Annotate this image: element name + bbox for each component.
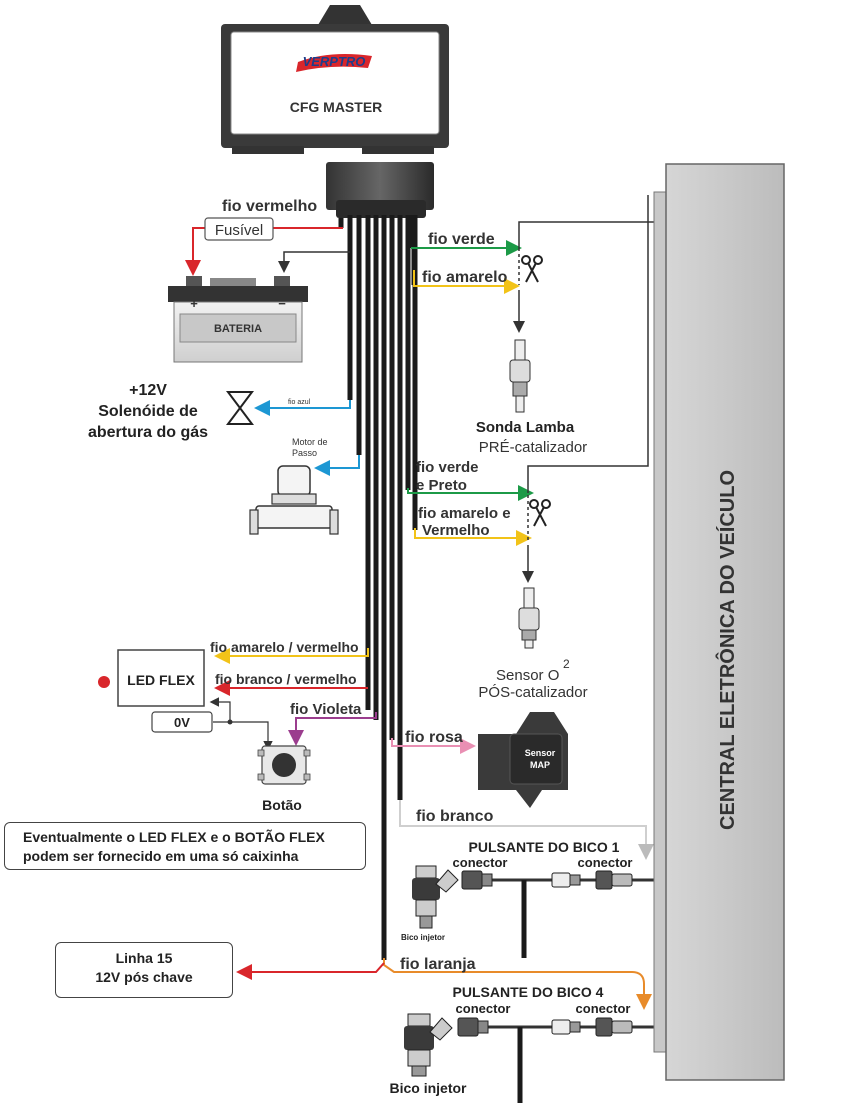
flex-note-line-1: Eventualmente o LED FLEX e o BOTÃO FLEX [23,829,325,845]
blue-wire-motor [314,455,360,476]
module-model: CFG MASTER [290,99,383,115]
zero-v-wire [209,697,231,723]
lambda-label-2: PRÉ-catalizador [479,439,587,456]
vehicle-ecu: CENTRAL ELETRÔNICA DO VEÍCULO [653,163,785,1081]
control-module: VERPTRO CFG MASTER [221,5,449,154]
battery: + − BATERIA [168,276,308,363]
connector-label-1a: conector [453,855,508,870]
yellow-red-led-label: fio amarelo / vermelho [210,639,359,655]
stepper-motor: Motor de Passo [249,437,339,535]
led-flex-label: LED FLEX [127,672,195,688]
lambda-sensor: Sonda Lamba PRÉ-catalizador [476,339,587,456]
led-flex: LED FLEX [98,649,205,707]
battery-label: BATERIA [214,323,262,335]
green-black-label-2: e Preto [416,477,467,494]
zero-v-box: 0V [151,711,213,733]
blue-wire-label: fio azul [288,399,311,406]
violet-wire-label: fio Violeta [290,701,362,718]
yellow-wire [413,270,520,294]
line15-line-2: 12V pós chave [95,969,193,985]
o2-sensor: Sensor O 2 PÓS-catalizador [478,587,588,701]
pulse4-label: PULSANTE DO BICO 4 [453,984,604,1000]
connector-label-1b: conector [578,855,633,870]
map-label-1: Sensor [525,748,556,758]
module-brand: VERPTRO [303,54,366,69]
line15-wire [236,962,385,980]
yellow-red-label-1: fio amarelo e [418,505,511,522]
green-black-wire [407,485,534,501]
white-red-led-label: fio branco / vermelho [215,671,357,687]
flex-note-line-2: podem ser fornecido em uma só caixinha [23,848,299,864]
red-wire-label: fio vermelho [222,198,317,215]
solenoid-label-3: abertura do gás [88,424,208,441]
o2-label-2: PÓS-catalizador [478,684,587,701]
pink-wire-label: fio rosa [405,729,463,746]
green-wire-label: fio verde [428,231,495,248]
yellow-red-label-2: Vermelho [422,522,490,539]
harness-wires [338,215,418,960]
map-sensor: Sensor MAP [478,712,568,808]
flex-button: Botão [257,745,311,813]
line15-note: Linha 15 12V pós chave [55,942,233,998]
ecu-label: CENTRAL ELETRÔNICA DO VEÍCULO [715,470,739,830]
injector-big-label: Bico injetor [389,1080,467,1096]
solenoid: +12V Solenóide de abertura do gás [88,382,254,441]
lambda-label-1: Sonda Lamba [476,419,575,436]
connector-label-4a: conector [456,1001,511,1016]
flex-note: Eventualmente o LED FLEX e o BOTÃO FLEX … [4,822,366,870]
yellow-wire-label: fio amarelo [422,269,508,286]
solenoid-label-1: +12V [129,382,167,399]
line15-line-1: Linha 15 [115,950,173,966]
scissors-icon [529,499,551,527]
map-label-2: MAP [530,760,550,770]
violet-wire [288,712,377,746]
fuse-label: Fusível [215,222,263,239]
yellow-red-wire [414,528,532,546]
orange-wire-label: fio laranja [400,956,476,973]
lambda-signal-wire [518,195,656,248]
pulse-bico-4: PULSANTE DO BICO 4 conector conector Bic… [389,984,655,1103]
white-wire [399,800,654,860]
pink-wire [391,738,476,754]
fuse: Fusível [204,217,274,241]
motor-label-1: Motor de [292,437,328,447]
blue-wire-solenoid [254,400,351,416]
o2-label-1: Sensor O [496,667,559,684]
battery-plus: + [190,296,198,311]
solenoid-label-2: Solenóide de [98,403,198,420]
o2-signal-wire [527,195,649,493]
pulse1-label: PULSANTE DO BICO 1 [469,839,620,855]
pulse-bico-1: PULSANTE DO BICO 1 conector conector Bic… [401,839,655,958]
green-black-label-1: fio verde [416,459,479,476]
harness-connector [326,162,434,218]
white-wire-label: fio branco [416,808,494,825]
battery-minus: − [278,296,286,311]
o2-label-sup: 2 [563,657,570,671]
ground-wire [278,251,350,273]
connector-label-4b: conector [576,1001,631,1016]
motor-label-2: Passo [292,448,317,458]
yellow-red-led-wire [214,648,369,664]
injector-small-label: Bico injetor [401,933,445,942]
scissors-icon [521,255,543,283]
button-label: Botão [262,797,302,813]
orange-wire [383,958,652,1010]
zero-v-label: 0V [174,715,190,730]
red-wire-to-battery [185,227,205,276]
